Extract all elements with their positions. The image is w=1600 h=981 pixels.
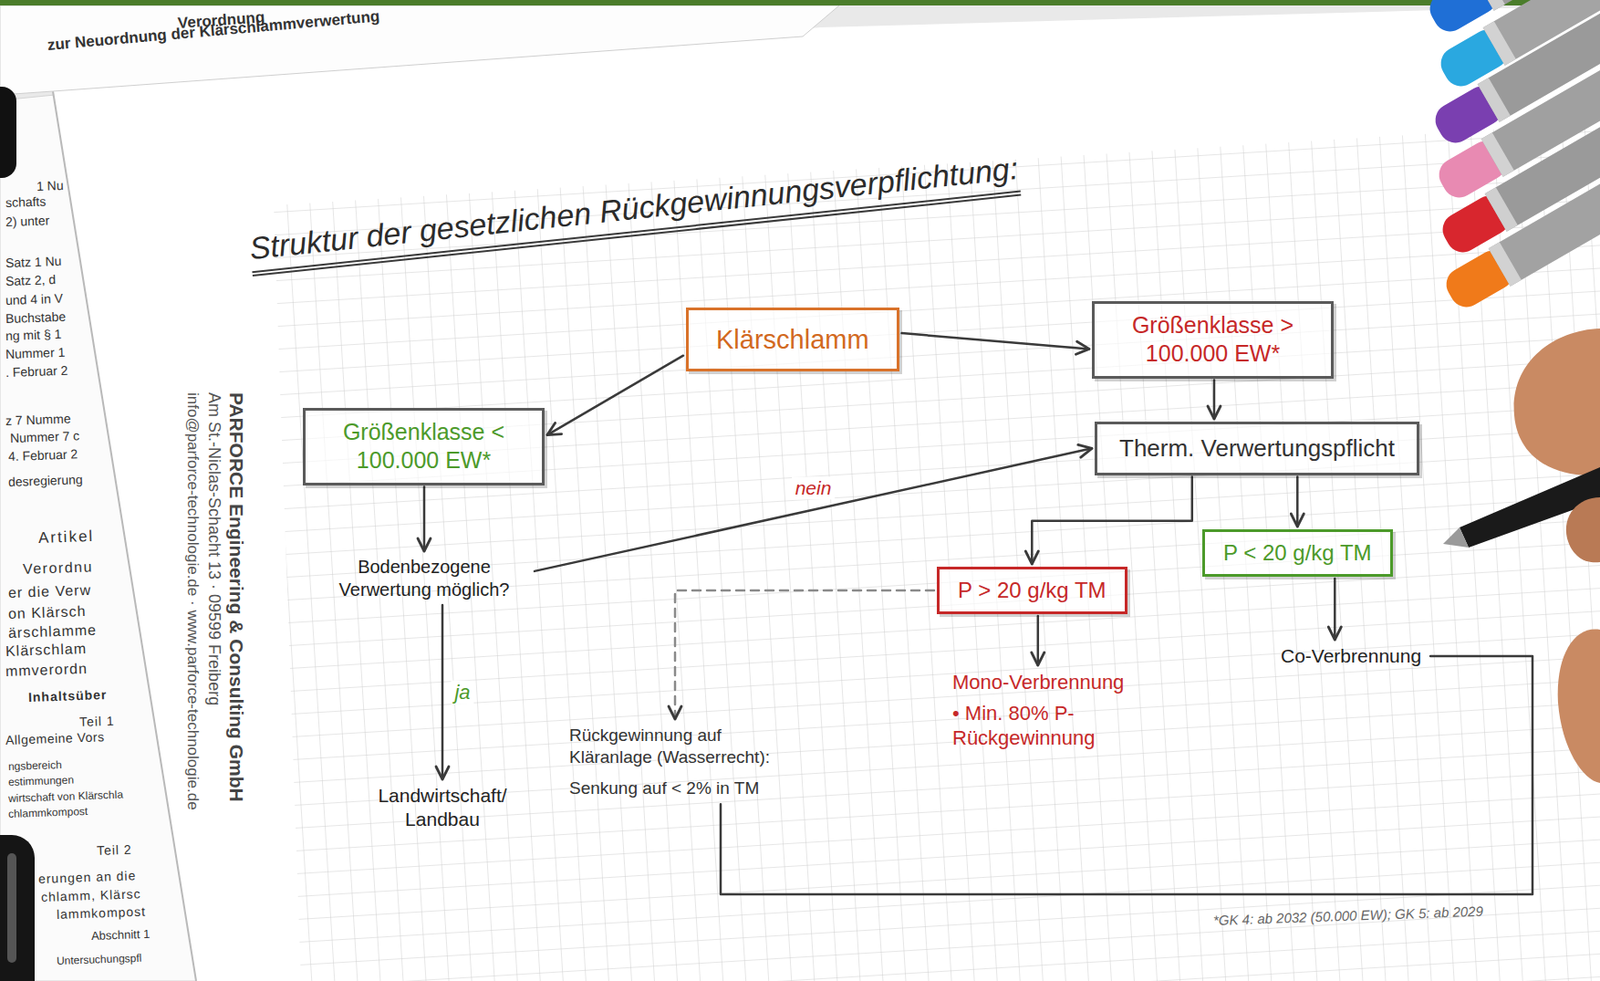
background-document-text: er die Verw bbox=[8, 581, 93, 602]
diagram-title: Struktur der gesetzlichen Rückgewinnungs… bbox=[248, 149, 1021, 277]
background-document-text: Allgemeine Vors bbox=[5, 728, 105, 749]
flow-arrow bbox=[1333, 578, 1337, 640]
node-text: Landwirtschaft/ Landbau bbox=[363, 783, 521, 832]
background-document-text: Satz 1 Nu bbox=[5, 253, 63, 271]
background-document-text: ng mit § 1 bbox=[5, 326, 63, 344]
flow-arrow bbox=[534, 447, 1092, 572]
condition-box: P > 20 g/kg TM bbox=[936, 566, 1128, 614]
background-document-text: z 7 Numme bbox=[5, 411, 72, 429]
result-text: Rückgewinnung auf Kläranlage (Wasserrech… bbox=[565, 722, 803, 800]
node-note: Senkung auf < 2% in TM bbox=[569, 777, 800, 800]
background-document-text: Verordnu bbox=[22, 557, 94, 578]
background-document-text: 2) unter bbox=[5, 212, 51, 229]
background-document-text: Inhaltsüber bbox=[28, 686, 108, 706]
background-document-text: wirtschaft von Klärschla bbox=[8, 788, 124, 806]
background-document-text: mmverordn bbox=[5, 659, 89, 680]
node-text: Größenklasse > 100.000 EW* bbox=[1105, 311, 1320, 369]
node-text: Therm. Verwertungspflicht bbox=[1119, 433, 1395, 464]
node-note: • Min. 80% P-Rückgewinnung bbox=[952, 700, 1174, 751]
decision-text: Bodenbezogene Verwertung möglich? bbox=[319, 553, 530, 603]
flow-arrow bbox=[902, 332, 1090, 349]
flow-arrow bbox=[1213, 380, 1216, 420]
result-text: Landwirtschaft/ Landbau bbox=[360, 781, 525, 834]
start-box: Klärschlamm bbox=[685, 307, 900, 372]
class-box: Größenklasse < 100.000 EW* bbox=[302, 407, 545, 486]
background-document-text: Teil 2 bbox=[96, 841, 133, 859]
flow-arrow bbox=[1037, 615, 1040, 665]
flow-arrow bbox=[720, 655, 1533, 894]
background-document-text: 1 Nu bbox=[36, 177, 64, 195]
company-name: PARFORCE Engineering & Consulting GmbH bbox=[225, 392, 248, 940]
background-document-text: erungen an die bbox=[38, 867, 137, 887]
flow-arrow bbox=[441, 604, 445, 780]
node-text: P > 20 g/kg TM bbox=[957, 576, 1107, 604]
node-text: Klärschlamm bbox=[716, 322, 870, 356]
edge-label: ja bbox=[450, 679, 474, 704]
condition-box: P < 20 g/kg TM bbox=[1202, 529, 1393, 577]
class-box: Größenklasse > 100.000 EW* bbox=[1091, 301, 1334, 379]
background-document-text: desregierung bbox=[8, 471, 84, 490]
flow-arrow bbox=[423, 487, 426, 552]
company-contact: info@parforce-technologie.de · www.parfo… bbox=[181, 392, 204, 940]
node-text: Mono-Verbrennung bbox=[952, 669, 1174, 696]
background-document-text: 4. Februar 2 bbox=[8, 446, 79, 464]
edge-label: nein bbox=[791, 476, 836, 499]
background-document-text: Klärschlam bbox=[5, 639, 88, 660]
background-document-text: ärschlamme bbox=[8, 621, 98, 643]
flow-arrow bbox=[1296, 477, 1299, 528]
background-document-text: on Klärsch bbox=[8, 602, 87, 623]
background-document-text: Abschnitt 1 bbox=[91, 926, 151, 944]
company-address: Am St.-Niclas-Schacht 13 · 09599 Freiber… bbox=[203, 392, 226, 940]
background-document-text: Untersuchungspfl bbox=[56, 951, 143, 968]
background-document-text: ngsbereich bbox=[8, 758, 63, 773]
node-text: Bodenbezogene Verwertung möglich? bbox=[322, 555, 526, 602]
background-document-text: Teil 1 bbox=[79, 713, 115, 730]
background-document-text: chlamm, Klärsc bbox=[41, 885, 142, 905]
dashed-connector bbox=[675, 590, 935, 719]
flow-arrow bbox=[547, 355, 684, 436]
background-document-text: Nummer 7 c bbox=[10, 427, 81, 446]
background-document-text: . Februar 2 bbox=[5, 363, 69, 381]
node-text: Rückgewinnung auf Kläranlage (Wasserrech… bbox=[569, 724, 800, 769]
result-text: Mono-Verbrennung • Min. 80% P-Rückgewinnu… bbox=[948, 667, 1177, 753]
node-text: Co-Verbrennung bbox=[1280, 644, 1422, 668]
background-document-text: estimmungen bbox=[8, 772, 75, 789]
footnote: *GK 4: ab 2032 (50.000 EW); GK 5: ab 202… bbox=[1213, 903, 1484, 929]
company-imprint: PARFORCE Engineering & Consulting GmbHAm… bbox=[181, 392, 248, 940]
node-text: Größenklasse < 100.000 EW* bbox=[316, 417, 531, 476]
result-text: Co-Verbrennung bbox=[1277, 642, 1425, 670]
background-document-text: Buchstabe bbox=[5, 309, 67, 327]
background-document-text: chlammkompost bbox=[8, 804, 89, 821]
background-document-text: schafts bbox=[5, 193, 47, 210]
background-document-text: Artikel bbox=[38, 527, 95, 549]
background-document-text: und 4 in V bbox=[5, 290, 64, 309]
background-document-text: Satz 2, d bbox=[5, 271, 57, 290]
node-text: P < 20 g/kg TM bbox=[1223, 539, 1372, 567]
background-document-text: lammkompost bbox=[56, 903, 147, 923]
background-document-text: Nummer 1 bbox=[5, 344, 66, 363]
process-box: Therm. Verwertungspflicht bbox=[1094, 421, 1420, 476]
flow-arrow bbox=[1031, 477, 1193, 565]
